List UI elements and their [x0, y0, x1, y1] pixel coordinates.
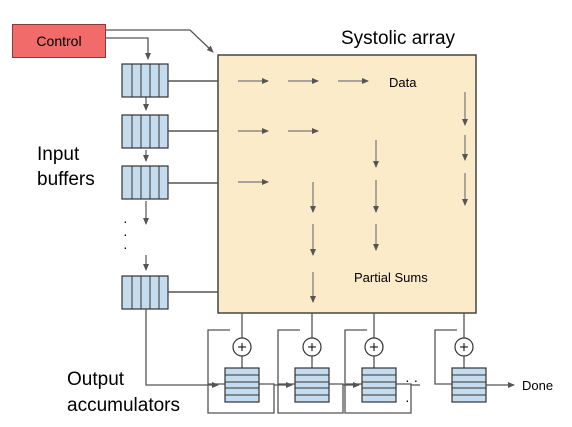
input-buffers-label-line1: Input [37, 144, 80, 165]
array-to-adder-lines [241, 313, 465, 368]
plus-circle-icon [302, 337, 322, 357]
control-to-accumulators-line [145, 309, 219, 388]
input-buffers-ellipsis: · · · [123, 213, 128, 255]
output-accumulator [294, 367, 330, 403]
output-accumulators-label-line2: accumulators [67, 395, 180, 416]
data-label: Data [389, 75, 417, 90]
input-buffer [121, 165, 169, 200]
input-buffer [121, 114, 169, 149]
systolic-array-title: Systolic array [341, 28, 456, 49]
input-buffers-label-line2: buffers [37, 169, 95, 190]
systolic-array-box [217, 54, 477, 314]
partial-sum-arrow [310, 92, 468, 303]
control-label: Control [36, 33, 82, 49]
buffer-to-array-lines [168, 80, 218, 293]
output-accumulator [224, 367, 260, 403]
data-flow-arrow [238, 78, 369, 185]
control-box: Control [12, 24, 106, 58]
input-buffer [121, 275, 169, 310]
control-arrows [106, 29, 214, 60]
output-accumulator [451, 367, 487, 403]
partial-sums-label: Partial Sums [354, 270, 428, 285]
plus-circle-icon [364, 337, 384, 357]
plus-circle-icon [454, 337, 474, 357]
plus-circle-icon [232, 337, 252, 357]
output-accumulators-label-line1: Output [67, 369, 125, 390]
output-ellipsis-horizontal: · · [405, 372, 419, 388]
output-accumulator [361, 367, 397, 403]
output-ellipsis-vertical: · [405, 392, 410, 408]
done-label: Done [522, 378, 554, 393]
input-buffer [121, 63, 169, 98]
